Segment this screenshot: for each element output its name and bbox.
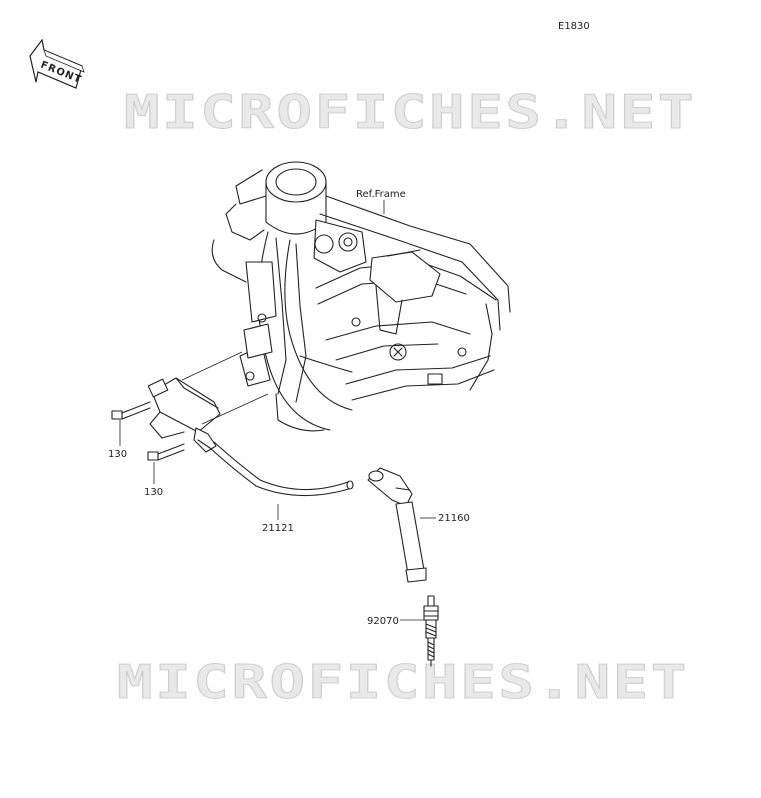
bolt-lower-icon <box>147 443 185 461</box>
ignition-cable <box>209 441 354 497</box>
front-arrow-icon: FRONT <box>29 38 85 89</box>
label-cap: 21160 <box>438 513 470 524</box>
label-cable: 21121 <box>262 523 294 534</box>
watermark-top: MICROFICHES.NET <box>124 85 696 139</box>
spark-plug <box>423 595 439 667</box>
bolt-upper-icon <box>111 401 151 420</box>
label-bolt-lower: 130 <box>144 487 163 498</box>
diagram-code: E1830 <box>558 21 590 32</box>
frame-drawing <box>211 161 511 432</box>
plug-cap <box>367 467 427 583</box>
label-bolt-upper: 130 <box>108 449 127 460</box>
ignition-coil <box>147 351 269 453</box>
label-ref-frame: Ref.Frame <box>356 189 406 200</box>
watermark-bottom: MICROFICHES.NET <box>117 655 689 709</box>
label-plug: 92070 <box>367 616 399 627</box>
